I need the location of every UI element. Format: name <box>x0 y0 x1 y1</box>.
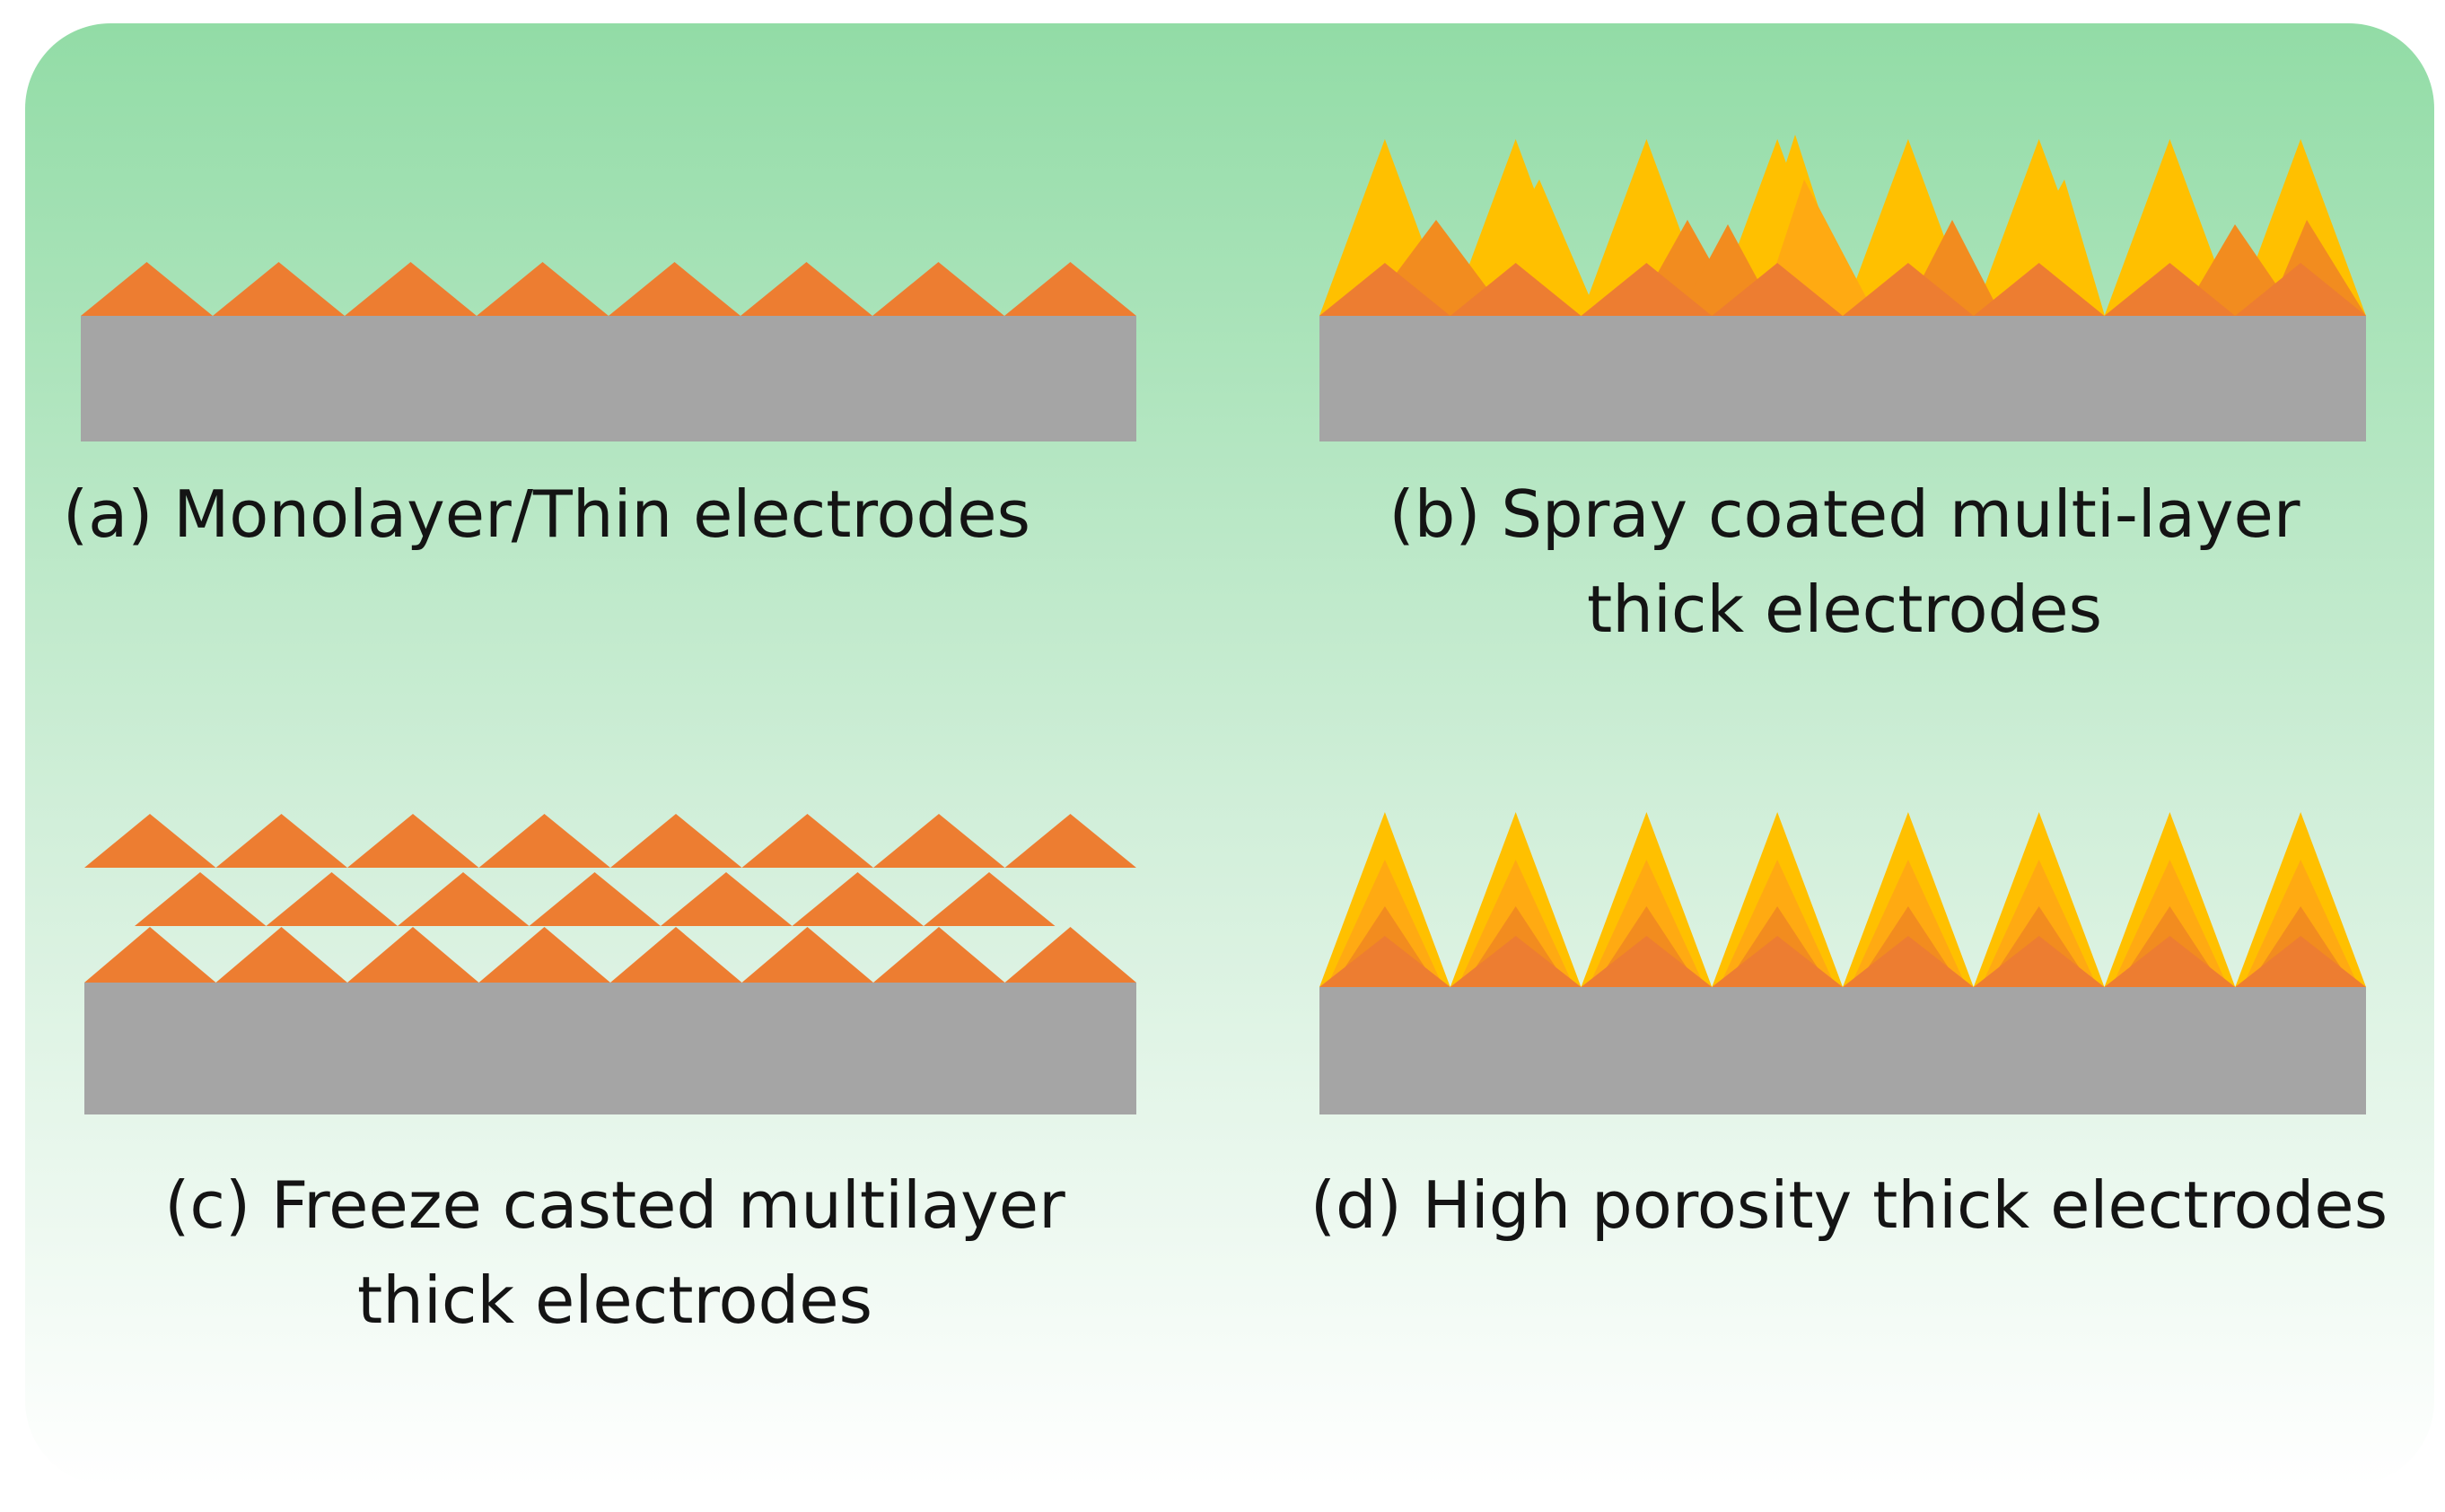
panel-b-substrate <box>1319 316 2366 441</box>
panel-c-particle <box>215 814 347 868</box>
panel-c-particle <box>610 927 742 983</box>
panel-d-particle <box>1581 936 1713 987</box>
panel-d-particle <box>1843 936 1974 987</box>
panel-c-particle <box>84 814 216 868</box>
panel-a-particle <box>609 262 741 316</box>
panel-b-particle <box>1712 263 1843 316</box>
panel-c-particle <box>610 814 742 868</box>
panel-b-particle <box>2104 139 2236 316</box>
panel-c-particle <box>792 872 924 926</box>
panel-a-particle <box>345 262 477 316</box>
panel-c-particle <box>741 814 873 868</box>
panel-c-particle <box>873 927 1005 983</box>
panel-c-particle <box>1004 927 1136 983</box>
panel-a-substrate <box>81 316 1136 441</box>
panel-c-caption: (c) Freeze casted multilayer thick elect… <box>81 1158 1149 1348</box>
panel-a-particle <box>81 262 213 316</box>
panel-b-caption-line-1: (b) Spray coated multi-layer <box>1389 476 2300 552</box>
panel-a-caption: (a) Monolayer/Thin electrodes <box>63 467 1185 562</box>
panel-b-particle <box>1843 263 1974 316</box>
panel-c-particle <box>215 927 347 983</box>
panel-d-particle <box>1973 936 2105 987</box>
panel-c-caption-line-1: (c) Freeze casted multilayer <box>164 1167 1065 1243</box>
panel-a-particle-layer <box>81 262 1136 316</box>
panel-c-particle-layer <box>84 814 1136 983</box>
panel-c-particle <box>924 872 1056 926</box>
panel-b-particle <box>1319 263 1450 316</box>
panel-c-substrate <box>84 983 1136 1114</box>
panel-c-particle <box>1004 814 1136 868</box>
panel-c-particle <box>661 872 793 926</box>
panel-b-particle <box>1450 263 1582 316</box>
panel-a-illustration <box>81 262 1136 441</box>
panel-d-particle <box>1712 936 1843 987</box>
panel-b-caption-line-2: thick electrodes <box>1586 572 2103 647</box>
panel-d-substrate <box>1319 987 2366 1114</box>
panel-c-illustration <box>84 814 1136 1114</box>
panel-d-caption-line-1: (d) High porosity thick electrodes <box>1310 1167 2388 1243</box>
panel-a-particle <box>872 262 1004 316</box>
panel-b-particle <box>2104 263 2236 316</box>
panel-d-particle <box>2104 936 2236 987</box>
panel-a-particle <box>213 262 345 316</box>
panel-c-particle <box>266 872 398 926</box>
panel-d-particle <box>1319 936 1450 987</box>
panel-c-particle <box>347 927 479 983</box>
panel-d-particle <box>2235 936 2366 987</box>
panel-c-particle <box>84 927 216 983</box>
panel-d-illustration <box>1319 812 2366 1114</box>
panel-b-particle <box>2235 263 2366 316</box>
panel-a-particle <box>1004 262 1136 316</box>
panel-c-particle <box>741 927 873 983</box>
panel-c-particle <box>347 814 479 868</box>
panel-b-illustration <box>1319 135 2366 441</box>
panel-b-particle <box>1973 263 2105 316</box>
panel-d-particle-layer <box>1319 812 2366 987</box>
panel-c-caption-line-2: thick electrodes <box>356 1263 873 1338</box>
panel-c-particle <box>529 872 661 926</box>
panel-c-particle <box>135 872 267 926</box>
panel-a-particle <box>477 262 609 316</box>
panel-b-particle-layer <box>1319 135 2366 316</box>
panel-c-particle <box>398 872 530 926</box>
panel-b-particle <box>1581 263 1713 316</box>
panel-d-particle <box>1450 936 1582 987</box>
panel-a-particle <box>741 262 872 316</box>
panel-c-particle <box>478 814 610 868</box>
panel-c-particle <box>873 814 1005 868</box>
panel-b-caption: (b) Spray coated multi-layer thick elect… <box>1346 467 2343 657</box>
panel-c-particle <box>478 927 610 983</box>
panel-a-caption-line-1: (a) Monolayer/Thin electrodes <box>63 476 1031 552</box>
panel-d-caption: (d) High porosity thick electrodes <box>1293 1158 2406 1253</box>
